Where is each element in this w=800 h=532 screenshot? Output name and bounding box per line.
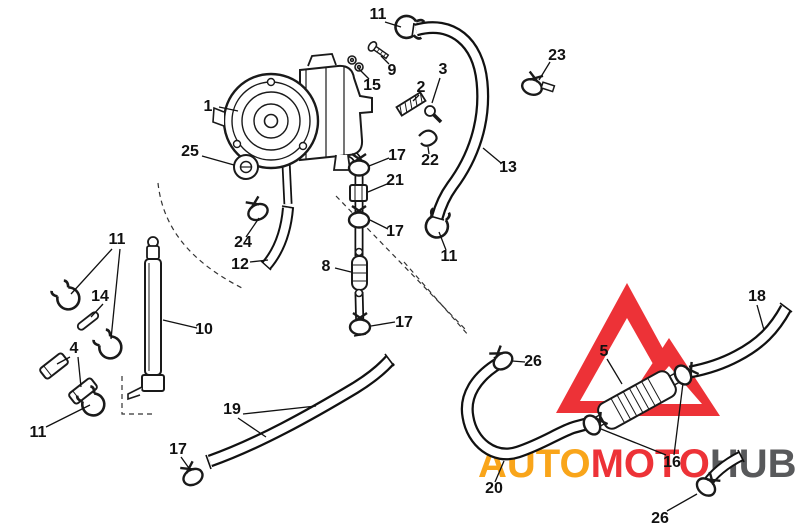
part-21-connector xyxy=(349,184,368,202)
part-25-grommet xyxy=(233,154,259,180)
assembly-guide-lines xyxy=(121,182,470,415)
watermark-text-part: MOTO xyxy=(590,442,710,486)
part-5-fuel-filter xyxy=(589,370,685,430)
callout-leader-lines xyxy=(45,21,765,512)
part-24-clamp xyxy=(241,193,272,225)
part-2-pin xyxy=(395,91,427,117)
part-11-clamp xyxy=(47,277,86,316)
part-13-fuel-hose xyxy=(411,21,490,221)
part-12-elbow-hose xyxy=(260,161,295,271)
part-11-clamp xyxy=(89,326,128,365)
part-4-spacer-a xyxy=(39,352,69,380)
part-10-fuel-tube xyxy=(127,236,165,401)
part-17-clamp xyxy=(176,458,207,490)
part-19-fuel-hose xyxy=(205,353,395,470)
part-23-clamp xyxy=(518,69,556,99)
part-22-clip xyxy=(418,129,438,147)
part-9-screw xyxy=(367,41,390,60)
part-8-inline-connector xyxy=(351,247,368,298)
part-20-fuel-hose xyxy=(460,356,592,461)
part-1-fuel-pump xyxy=(212,53,373,171)
part-14-pin xyxy=(76,311,100,331)
part-15-washers xyxy=(347,55,364,72)
part-3-fitting xyxy=(424,105,443,124)
part-18-fuel-hose xyxy=(688,302,793,379)
pump-outlet-column xyxy=(344,147,367,337)
